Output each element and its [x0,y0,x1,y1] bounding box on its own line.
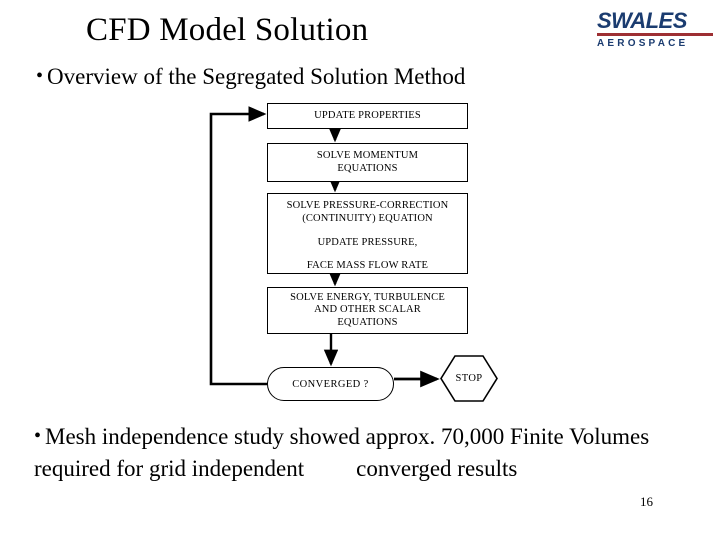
flow-node-label: UPDATE PRESSURE, [317,237,418,248]
flow-node-solve-momentum[interactable]: SOLVE MOMENTUM EQUATIONS [267,143,468,182]
flow-node-label: STOP [455,373,483,384]
flow-node-label: CONVERGED ? [292,378,369,390]
flow-node-update-properties[interactable]: UPDATE PROPERTIES [267,103,468,129]
logo-divider-bar [597,33,713,36]
flow-node-label: SOLVE MOMENTUM [316,150,419,161]
body-line-3: results [457,456,518,481]
edge-feedback-loop [209,106,267,386]
flow-node-label: EQUATIONS [337,316,398,328]
flow-node-label: FACE MASS FLOW RATE [306,259,429,271]
flow-node-label: (CONTINUITY) EQUATION [302,212,433,224]
body-line-1: Mesh independence study showed approx. 7… [45,424,564,449]
bullet-icon: • [36,65,44,87]
flow-node-label: AND OTHER SCALAR [314,304,421,316]
logo-tagline: AEROSPACE [597,38,689,49]
logo-wordmark: SWALES [597,8,687,33]
flow-node-stop[interactable]: STOP [440,355,498,402]
swales-aerospace-logo: SWALES AEROSPACE [597,8,713,49]
flow-node-label: EQUATIONS [337,162,398,174]
flow-node-solve-energy-turbulence[interactable]: SOLVE ENERGY, TURBULENCE AND OTHER SCALA… [267,287,468,334]
hexagon-shape-icon [440,355,498,402]
flow-node-label: SOLVE ENERGY, TURBULENCE [290,291,445,303]
bullet-icon: • [34,425,42,447]
page-title: CFD Model Solution [86,12,369,48]
page-number: 16 [640,494,653,509]
body-line-2b: converged [356,456,452,481]
body-line-2a: Volumes required for grid independent [34,424,650,481]
flow-node-converged-decision[interactable]: CONVERGED ? [267,367,394,401]
subtitle-bullet-line: •Overview of the Segregated Solution Met… [36,62,636,91]
subtitle-text: Overview of the Segregated Solution Meth… [47,64,466,89]
flow-node-solve-pressure-correction[interactable]: SOLVE PRESSURE-CORRECTION (CONTINUITY) E… [267,193,468,274]
flow-node-label: SOLVE PRESSURE-CORRECTION [286,200,449,211]
body-paragraph: •Mesh independence study showed approx. … [34,420,696,485]
flow-node-label: UPDATE PROPERTIES [314,109,421,121]
